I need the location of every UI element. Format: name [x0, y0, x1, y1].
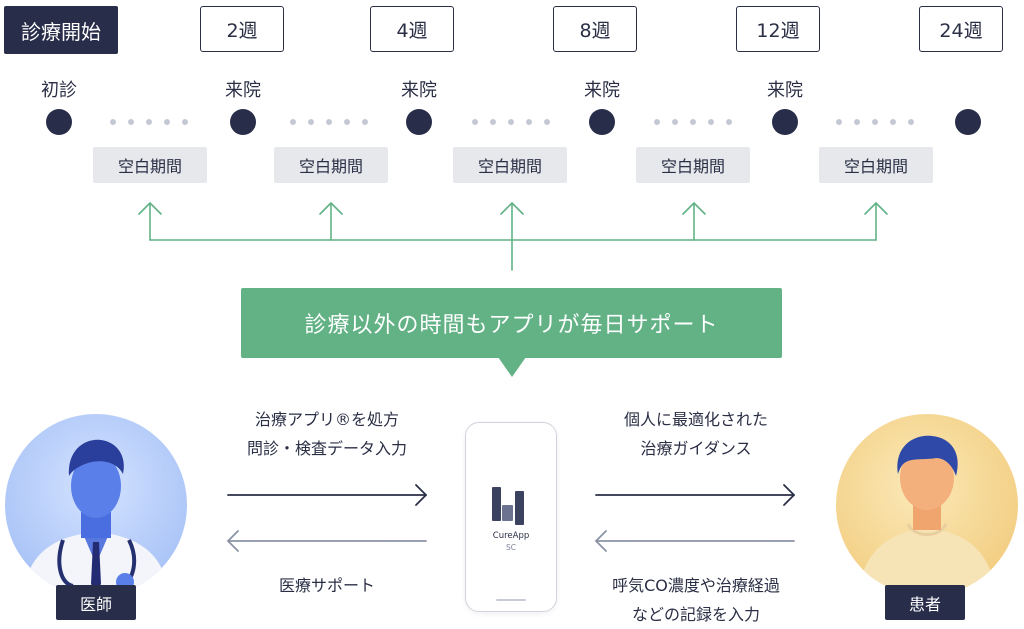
doctor-to-app-line1: 治療アプリ®を処方 [254, 410, 399, 429]
visit-dot [589, 109, 615, 135]
patient-label: 患者 [885, 585, 965, 620]
app-to-doctor-text: 医療サポート [222, 571, 432, 600]
patient-to-app-line1: 呼気CO濃度や治療経過 [612, 576, 780, 595]
banner-pointer [498, 357, 526, 377]
week-box-8: 8週 [553, 6, 637, 52]
visit-label-4w: 来院 [401, 80, 437, 101]
arrow-left-icon [227, 530, 795, 552]
doctor-label: 医師 [56, 585, 136, 620]
app-to-patient-text: 個人に最適化された 治療ガイダンス [590, 405, 802, 463]
visit-label-2w: 来院 [225, 80, 261, 101]
flow-arrows [227, 484, 795, 552]
blank-period-box: 空白期間 [274, 147, 388, 183]
visit-label-12w: 来院 [767, 80, 803, 101]
patient-to-app-text: 呼気CO濃度や治療経過 などの記録を入力 [585, 571, 807, 629]
blank-period-box: 空白期間 [819, 147, 933, 183]
app-to-patient-line2: 治療ガイダンス [640, 439, 752, 458]
visit-dot [406, 109, 432, 135]
app-to-doctor-line1: 医療サポート [278, 576, 375, 595]
visit-dot [955, 109, 981, 135]
app-sub: SC [506, 543, 516, 552]
app-to-patient-line1: 個人に最適化された [623, 410, 768, 429]
week-box-2: 2週 [200, 6, 284, 52]
doctor-to-app-line2: 問診・検査データ入力 [246, 439, 407, 458]
visit-label-8w: 来院 [584, 80, 620, 101]
doctor-to-app-text: 治療アプリ®を処方 問診・検査データ入力 [222, 405, 432, 463]
arrow-right-icon [227, 484, 795, 506]
treatment-start-badge: 診療開始 [4, 6, 118, 54]
cureapp-logo-icon [492, 487, 524, 525]
week-box-4: 4週 [370, 6, 454, 52]
patient-illustration [836, 414, 1018, 596]
support-arrows [138, 202, 888, 271]
blank-period-box: 空白期間 [453, 147, 567, 183]
doctor-illustration [5, 414, 187, 596]
blank-period-box: 空白期間 [636, 147, 750, 183]
visit-dot [46, 109, 72, 135]
daily-support-banner: 診療以外の時間もアプリが毎日サポート [241, 288, 782, 358]
visit-label-first: 初診 [41, 80, 77, 101]
week-box-24: 24週 [919, 6, 1003, 52]
blank-period-box: 空白期間 [93, 147, 207, 183]
patient-to-app-line2: などの記録を入力 [631, 605, 760, 624]
visit-dot [772, 109, 798, 135]
visit-dot [230, 109, 256, 135]
app-phone: CureApp SC [465, 422, 557, 612]
week-box-12: 12週 [736, 6, 820, 52]
phone-home-indicator [496, 599, 526, 601]
app-name: CureApp [492, 531, 530, 541]
